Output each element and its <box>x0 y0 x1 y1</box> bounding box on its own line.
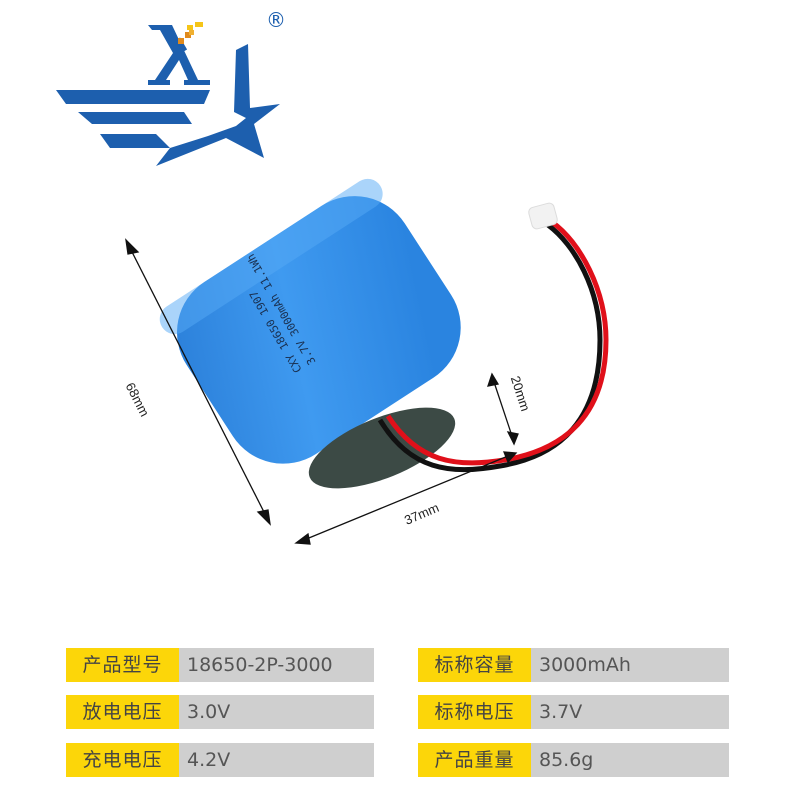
battery-end-cap <box>308 407 456 489</box>
spec-row-discharge-voltage: 放电电压 3.0V <box>66 695 374 729</box>
wire-connector <box>528 202 558 230</box>
registered-trademark-mark: ® <box>266 8 286 32</box>
red-wire <box>385 219 609 466</box>
star-wings-logo-icon <box>56 22 280 166</box>
spec-row-nominal-voltage: 标称电压 3.7V <box>418 695 729 729</box>
spec-value: 3000mAh <box>531 648 729 682</box>
spec-value: 4.2V <box>179 743 374 777</box>
battery-body <box>159 178 461 464</box>
spec-value: 3.7V <box>531 695 729 729</box>
spec-row-charge-voltage: 充电电压 4.2V <box>66 743 374 777</box>
spec-key: 标称电压 <box>418 695 531 729</box>
length-dimension-arrow <box>125 238 271 526</box>
spec-value: 85.6g <box>531 743 729 777</box>
logo-star <box>156 44 280 166</box>
spec-row-model: 产品型号 18650-2P-3000 <box>66 648 374 682</box>
spec-key: 产品型号 <box>66 648 179 682</box>
spec-key: 标称容量 <box>418 648 531 682</box>
width-dimension-arrow <box>294 451 518 545</box>
spec-key: 放电电压 <box>66 695 179 729</box>
spec-row-nominal-capacity: 标称容量 3000mAh <box>418 648 729 682</box>
spec-value: 3.0V <box>179 695 374 729</box>
logo-wings <box>56 90 210 148</box>
spec-value: 18650-2P-3000 <box>179 648 374 682</box>
spec-key: 产品重量 <box>418 743 531 777</box>
spec-key: 充电电压 <box>66 743 179 777</box>
thickness-dimension-arrow <box>487 372 519 446</box>
spec-row-weight: 产品重量 85.6g <box>418 743 729 777</box>
logo-x-letter <box>148 25 210 85</box>
logo-pixel-squares <box>178 22 203 44</box>
battery-pack-image: CXY 18650 1907 3.7V 3000mAh 11.1Wh <box>125 178 609 545</box>
